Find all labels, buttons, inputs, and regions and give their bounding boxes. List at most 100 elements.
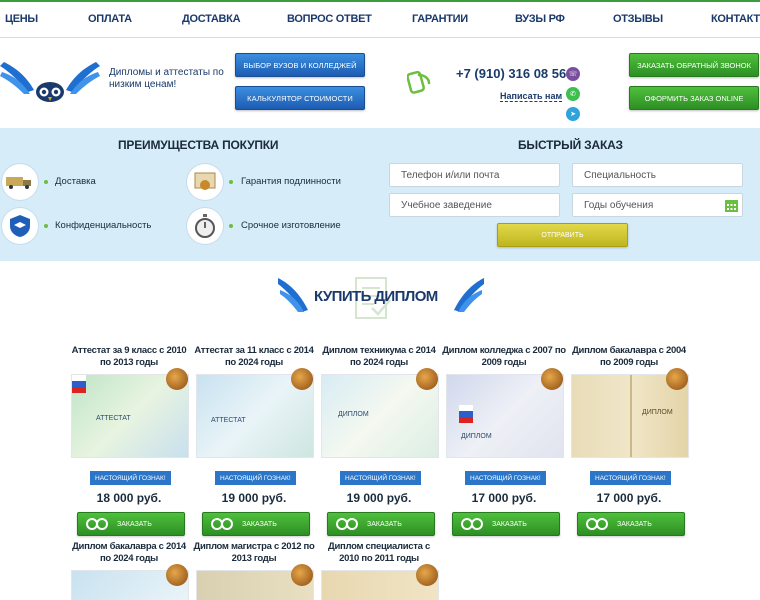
product-price: 19 000 руб.: [221, 491, 287, 505]
product-title[interactable]: Диплом бакалавра с 2004 по 2009 годы: [572, 345, 686, 368]
coat-of-arms-icon: [666, 368, 688, 390]
goznak-badge: НАСТОЯЩИЙ ГОЗНАК!: [340, 471, 421, 485]
calendar-icon[interactable]: [724, 198, 739, 213]
certificate-seal-icon: [194, 172, 216, 190]
bullet-dot: [44, 180, 48, 184]
owl-eyes-icon: [86, 518, 108, 530]
order-button-label: Заказать: [117, 520, 152, 528]
order-button-label: Заказать: [242, 520, 277, 528]
bullet-dot: [44, 224, 48, 228]
product-image[interactable]: АТТЕСТАТ: [71, 374, 189, 458]
owl-eyes-icon: [211, 518, 233, 530]
advantage-authenticity-badge: [187, 164, 223, 200]
institution-input[interactable]: Учебное заведение: [389, 193, 560, 217]
whatsapp-icon[interactable]: ✆: [566, 87, 580, 101]
order-button[interactable]: Заказать: [202, 512, 310, 536]
specialty-input[interactable]: Специальность: [572, 163, 743, 187]
catalog-title: КУПИТЬ ДИПЛОМ: [314, 288, 438, 305]
nav-item-reviews[interactable]: ОТЗЫВЫ: [613, 13, 663, 25]
product-image[interactable]: АТТЕСТАТ: [196, 374, 314, 458]
owl-eyes-icon: [586, 518, 608, 530]
choose-universities-button[interactable]: Выбор вузов и колледжей: [235, 53, 365, 77]
product-title[interactable]: Аттестат за 11 класс с 2014 по 2024 годы: [194, 345, 314, 368]
product-image[interactable]: ДИПЛОМ: [571, 374, 689, 458]
goznak-badge: НАСТОЯЩИЙ ГОЗНАК!: [90, 471, 171, 485]
product-price: 19 000 руб.: [346, 491, 412, 505]
quick-order-title: БЫСТРЫЙ ЗАКАЗ: [518, 138, 623, 152]
nav-item-payment[interactable]: ОПЛАТА: [88, 13, 132, 25]
coat-of-arms-icon: [291, 564, 313, 586]
product-title[interactable]: Диплом магистра с 2012 по 2013 годы: [193, 541, 315, 564]
product-price: 18 000 руб.: [96, 491, 162, 505]
order-button[interactable]: Заказать: [77, 512, 185, 536]
order-button[interactable]: Заказать: [452, 512, 560, 536]
product-title[interactable]: Диплом бакалавра с 2014 по 2024 годы: [72, 541, 186, 564]
product-image[interactable]: ДИПЛОМ: [321, 374, 439, 458]
submit-order-button[interactable]: Отправить: [497, 223, 628, 247]
coat-of-arms-icon: [166, 368, 188, 390]
coat-of-arms-icon: [416, 564, 438, 586]
goznak-badge: НАСТОЯЩИЙ ГОЗНАК!: [465, 471, 546, 485]
order-button[interactable]: Заказать: [577, 512, 685, 536]
advantages-title: ПРЕИМУЩЕСТВА ПОКУПКИ: [118, 138, 279, 152]
write-us-link[interactable]: Написать нам: [500, 91, 563, 102]
document-watermark-icon: [355, 277, 391, 319]
nav-item-contacts[interactable]: КОНТАКТЫ: [711, 13, 760, 25]
bullet-dot: [229, 224, 233, 228]
catalog-heading: КУПИТЬ ДИПЛОМ: [270, 272, 490, 332]
nav-item-delivery[interactable]: ДОСТАВКА: [182, 13, 241, 25]
phone-number[interactable]: +7 (910) 316 08 56: [456, 66, 567, 81]
order-button[interactable]: Заказать: [327, 512, 435, 536]
advantage-confidential-label: Конфиденциальность: [55, 220, 152, 231]
product-title[interactable]: Диплом колледжа с 2007 по 2009 годы: [442, 345, 566, 368]
product-title[interactable]: Диплом специалиста с 2010 по 2011 годы: [328, 541, 430, 564]
product-price: 17 000 руб.: [596, 491, 662, 505]
goznak-badge: НАСТОЯЩИЙ ГОЗНАК!: [215, 471, 296, 485]
nav-item-faq[interactable]: ВОПРОС ОТВЕТ: [287, 13, 372, 25]
document-word: АТТЕСТАТ: [211, 417, 246, 424]
delivery-truck-icon: [6, 177, 31, 189]
phone-logo-icon: [407, 70, 431, 94]
top-navigation: ЦЕНЫ ОПЛАТА ДОСТАВКА ВОПРОС ОТВЕТ ГАРАНТ…: [0, 0, 760, 38]
product-title[interactable]: Диплом техникума с 2014 по 2024 годы: [322, 345, 436, 368]
flag-icon: [459, 405, 473, 423]
document-word: ДИПЛОМ: [338, 411, 369, 418]
stopwatch-icon: [195, 214, 215, 238]
goznak-badge: НАСТОЯЩИЙ ГОЗНАК!: [590, 471, 671, 485]
coat-of-arms-icon: [291, 368, 313, 390]
flag-icon: [72, 375, 86, 393]
document-word: ДИПЛОМ: [642, 409, 673, 416]
product-image[interactable]: ДИПЛОМ: [446, 374, 564, 458]
header: Дипломы и аттестаты по низким ценам! Выб…: [0, 38, 760, 128]
order-online-button[interactable]: Оформить заказ online: [629, 86, 759, 110]
owl-eyes-icon: [461, 518, 483, 530]
telegram-icon[interactable]: ➤: [566, 107, 580, 121]
advantage-confidential-badge: [2, 208, 38, 244]
shield-icon: [10, 215, 30, 237]
site-tagline: Дипломы и аттестаты по низким ценам!: [109, 67, 224, 90]
advantage-delivery-badge: [2, 164, 38, 200]
document-word: АТТЕСТАТ: [96, 415, 131, 422]
owl-wings-logo-icon[interactable]: [0, 54, 100, 104]
cost-calculator-button[interactable]: Калькулятор стоимости: [235, 86, 365, 110]
advantage-urgent-badge: [187, 208, 223, 244]
advantage-authenticity-label: Гарантия подлинности: [241, 176, 341, 187]
coat-of-arms-icon: [541, 368, 563, 390]
book-fold: [630, 375, 632, 457]
bullet-dot: [229, 180, 233, 184]
product-title[interactable]: Аттестат за 9 класс с 2010 по 2013 годы: [71, 345, 187, 368]
coat-of-arms-icon: [166, 564, 188, 586]
document-word: ДИПЛОМ: [461, 433, 492, 440]
phone-email-input[interactable]: Телефон и/или почта: [389, 163, 560, 187]
study-years-placeholder: Годы обучения: [584, 199, 654, 211]
viber-icon[interactable]: ☏: [566, 67, 580, 81]
coat-of-arms-icon: [416, 368, 438, 390]
owl-eyes-icon: [336, 518, 358, 530]
study-years-input[interactable]: Годы обучения: [572, 193, 743, 217]
nav-item-universities[interactable]: ВУЗЫ РФ: [515, 13, 565, 25]
nav-item-guarantees[interactable]: ГАРАНТИИ: [412, 13, 468, 25]
order-callback-button[interactable]: Заказать обратный звонок: [629, 53, 759, 77]
nav-item-prices[interactable]: ЦЕНЫ: [5, 13, 38, 25]
left-wing-icon: [278, 278, 308, 312]
order-button-label: Заказать: [617, 520, 652, 528]
